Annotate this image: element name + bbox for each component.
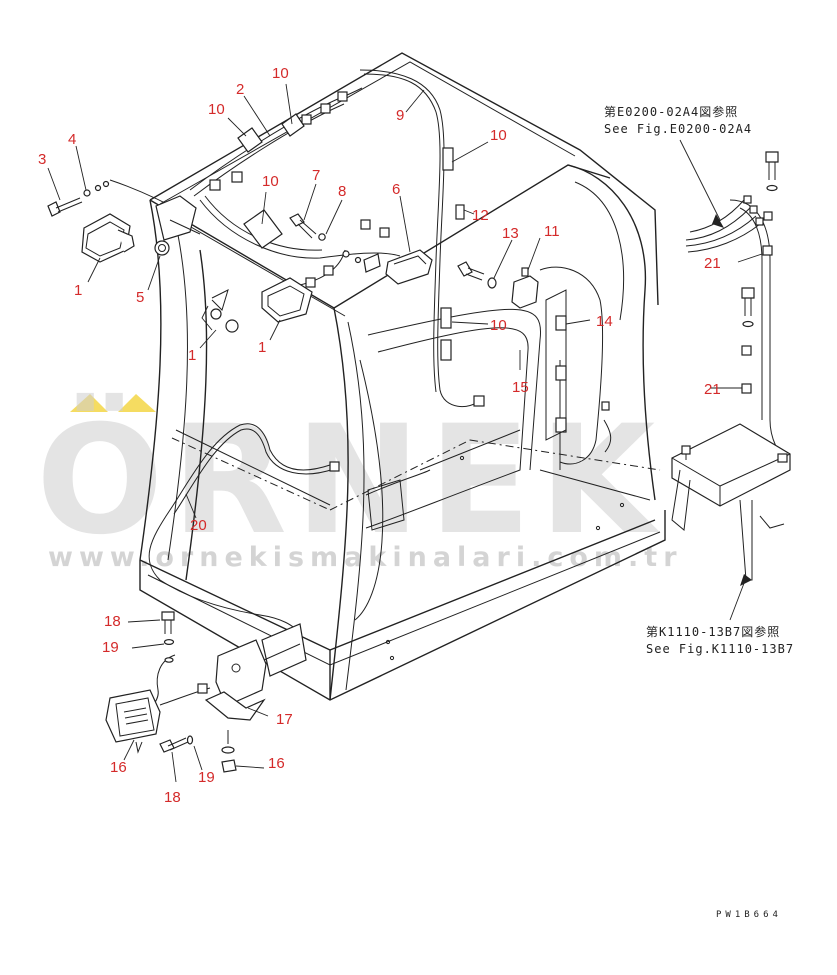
callout-1-c: 1 [188,347,196,364]
callout-10-a: 10 [208,101,225,118]
callout-1-a: 1 [74,282,82,299]
switch-11 [511,267,539,309]
rear-mount-bracket [671,423,791,581]
callout-16-a: 16 [110,759,127,776]
callout-16-b: 16 [268,755,285,772]
callout-21-b: 21 [704,381,721,398]
callout-14: 14 [596,313,613,330]
callout-18-a: 18 [104,613,121,630]
callout-3: 3 [38,151,46,168]
callout-17: 17 [276,711,293,728]
callout-10-e: 10 [490,317,507,334]
bolt-3 [47,197,83,217]
washer-19-lower [186,735,194,745]
washer-lower-a [210,308,222,320]
callout-10-c: 10 [262,173,279,190]
callout-10-b: 10 [272,65,289,82]
bolt-21-top [765,151,779,192]
work-light-roof [385,249,433,285]
washer-4b [94,184,102,192]
cab-frame [139,52,666,701]
callout-18-b: 18 [164,789,181,806]
ref-top-jp: 第E0200-02A4図参照 [604,104,738,119]
callout-19-a: 19 [102,639,119,656]
connectors [197,91,773,694]
wire-bundle-ref [685,195,764,253]
washer-19-upper [163,638,175,645]
work-light-front-left [81,213,135,263]
bolt-12 [457,261,485,281]
callout-9: 9 [396,107,404,124]
watermark-accent-right [118,394,156,412]
bolt-18-upper [161,611,175,634]
ref-arrow-top [712,214,724,228]
callout-21-a: 21 [704,255,721,272]
bolt-18-lower [159,737,189,753]
callout-numbers: 1 1 1 2 3 4 5 6 7 8 9 10 10 10 10 10 11 … [38,65,721,806]
bolt-21-mid [741,287,755,328]
callout-13: 13 [502,225,519,242]
callout-19-b: 19 [198,769,215,786]
callout-1-b: 1 [258,339,266,356]
callout-6: 6 [392,181,400,198]
callout-10-d: 10 [490,127,507,144]
reference-notes: 第E0200-02A4図参照 See Fig.E0200-02A4 第K1110… [604,104,794,920]
watermark-accent-left [70,394,108,412]
drawing-code: PW1B664 [716,910,782,920]
callout-2: 2 [236,81,244,98]
callout-7: 7 [312,167,320,184]
work-light-rear [105,689,161,754]
washer-13 [487,277,497,289]
washer-4c [102,180,110,188]
nut-lower-b [225,319,239,333]
bolt-7 [289,213,317,239]
nut-16-lower [221,759,237,773]
washer-16-lower [221,746,235,754]
washer-8c [354,256,362,264]
ref-bottom-jp: 第K1110-13B7図参照 [646,624,780,639]
callout-4: 4 [68,131,76,148]
ref-arrow-bottom [740,574,752,586]
callout-8: 8 [338,183,346,200]
work-light-front-right [261,277,313,323]
nut-5 [154,240,170,256]
callout-5: 5 [136,289,144,306]
ref-bottom-en: See Fig.K1110-13B7 [646,642,794,656]
leader-lines [47,83,763,783]
callout-20: 20 [190,517,207,534]
callout-12: 12 [472,207,489,224]
callout-11: 11 [544,223,560,240]
washer-8a [318,233,326,241]
bracket-17 [204,639,267,721]
washer-8b [342,250,350,258]
callout-15: 15 [512,379,529,396]
washer-19-upper-b [164,657,174,663]
ref-top-en: See Fig.E0200-02A4 [604,122,752,136]
washer-4a [83,189,91,197]
